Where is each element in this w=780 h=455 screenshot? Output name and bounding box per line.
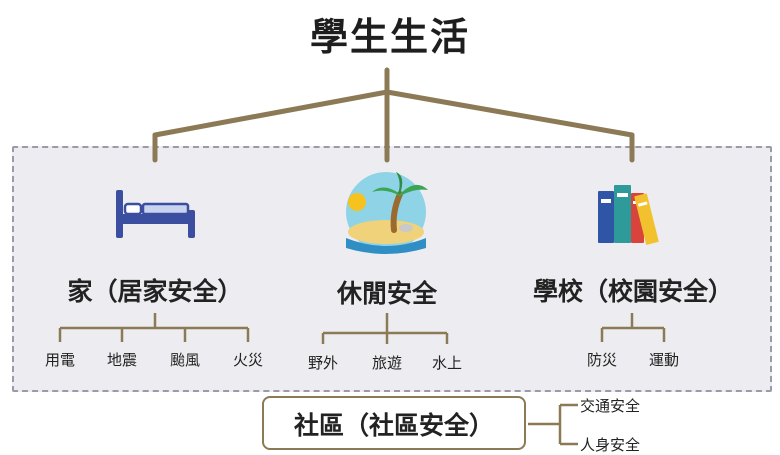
community-label: 社區（社區安全） [293,411,494,440]
home-item: 颱風 [169,351,200,369]
page-title: 學生生活 [309,15,470,59]
home-item: 地震 [106,351,137,369]
bed-icon [116,190,195,238]
category-label-school: 學校（校園安全） [532,277,733,306]
community-item: 交通安全 [580,397,641,415]
leisure-item: 旅遊 [371,354,402,372]
leisure-item: 水上 [431,354,462,372]
category-label-leisure: 休閒安全 [336,279,437,308]
community-item: 人身安全 [580,436,641,454]
school-item: 運動 [648,351,679,369]
branch-school [384,89,635,138]
home-item: 火災 [232,351,263,369]
school-item: 防災 [586,351,617,369]
leisure-item: 野外 [307,354,338,372]
books-icon [598,185,659,245]
branch-home [152,89,390,138]
category-label-home: 家（居家安全） [67,277,243,306]
palm-island-icon [346,172,428,254]
home-item: 用電 [44,351,75,369]
community-box [262,396,526,450]
